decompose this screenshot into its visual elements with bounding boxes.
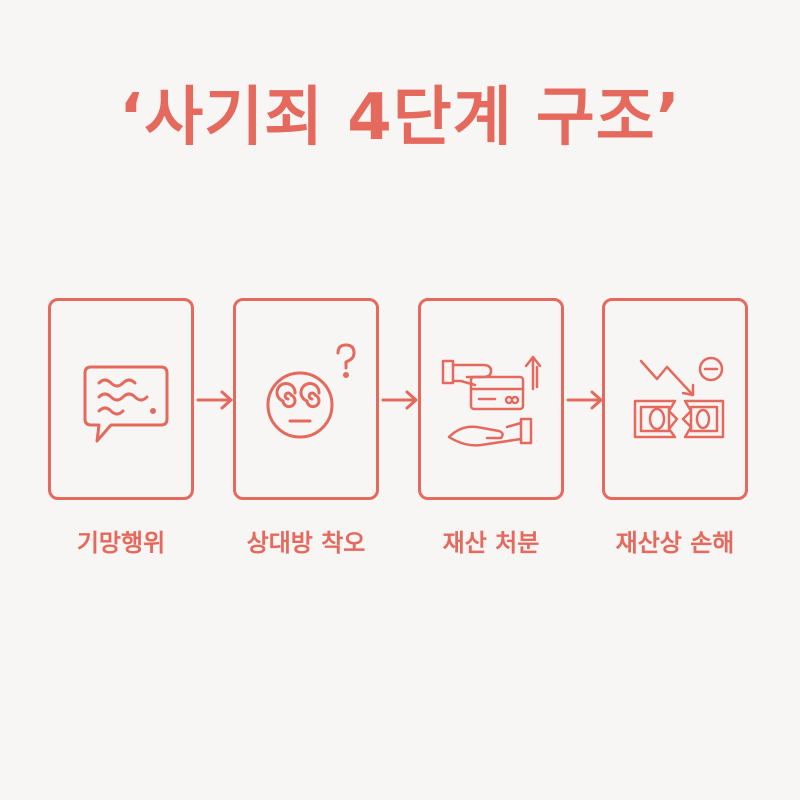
step-label-mistake: 상대방 착오 (246, 529, 366, 557)
step-label-damage: 재산상 손해 (615, 529, 735, 557)
flow-arrow-1 (196, 390, 233, 410)
step-label-disposition: 재산 처분 (442, 529, 540, 557)
page-title: ‘사기죄 4단계 구조’ (119, 81, 681, 155)
step-box-disposition (418, 298, 564, 500)
torn-money-loss-icon (633, 356, 725, 439)
step-box-damage (602, 298, 748, 500)
speech-bubble-wavy-icon (83, 365, 169, 443)
step-box-deception (48, 298, 194, 500)
card-handover-icon (441, 355, 542, 447)
step-label-deception: 기망행위 (76, 529, 166, 557)
step-box-mistake (233, 298, 379, 500)
flow-arrow-3 (566, 390, 603, 410)
dizzy-face-question-icon (266, 343, 356, 439)
flow-arrow-2 (381, 390, 418, 410)
